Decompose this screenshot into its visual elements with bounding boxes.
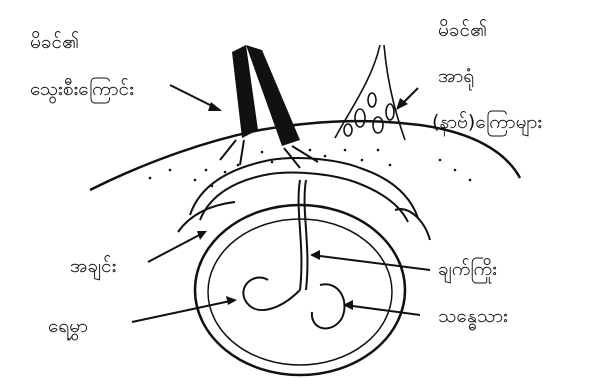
- label-nerves-line2: အာရုံ: [438, 65, 474, 91]
- label-blood-vessel-line2: သွေးစီးကြောင်း: [30, 76, 134, 104]
- label-membrane: အချင်း: [70, 254, 117, 281]
- label-nerves-line3: (နာဗ်)ကြောများ: [432, 109, 542, 137]
- tissue-stippling: [149, 149, 472, 188]
- label-nerves-line1: မိခင်၏: [438, 18, 487, 41]
- arrow-fluid: [132, 300, 235, 322]
- fetus: [243, 278, 344, 329]
- arrow-cord: [312, 255, 430, 270]
- maternal-nerve-network: [335, 45, 405, 140]
- label-fluid: ရေမွှာ: [48, 315, 88, 341]
- maternal-blood-vessel: [220, 45, 318, 168]
- umbilical-cord: [299, 180, 308, 290]
- label-fetus: သန္ဓေသား: [438, 305, 508, 331]
- arrow-fetus: [345, 305, 420, 315]
- label-umbilical-cord: ချက်ကြိုး: [438, 256, 497, 284]
- arrow-membrane: [148, 232, 205, 262]
- label-blood-vessel-line1: မိခင်၏: [30, 30, 79, 53]
